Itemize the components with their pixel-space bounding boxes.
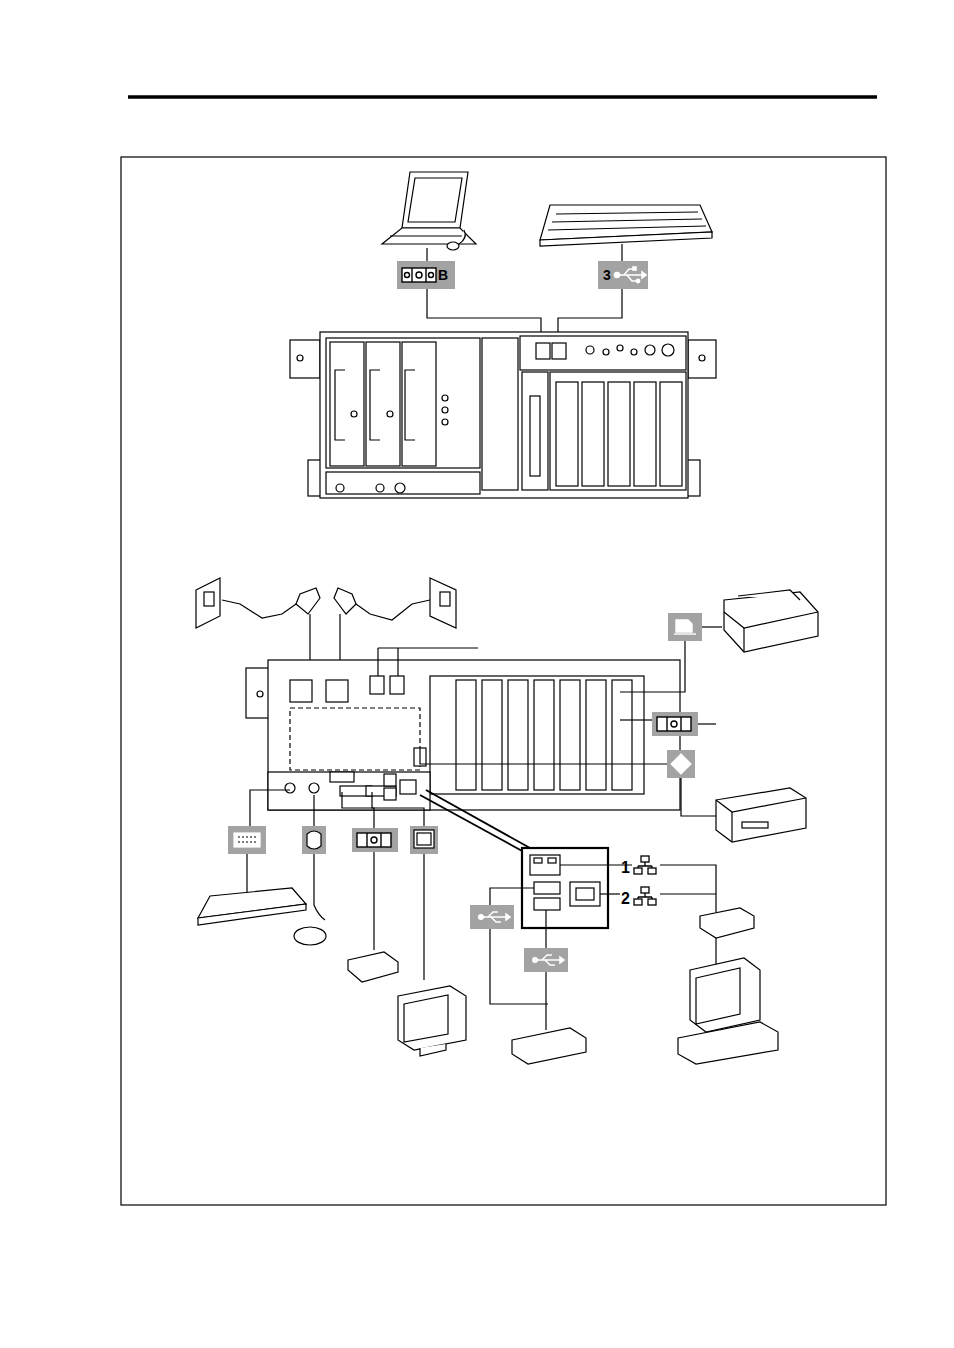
- keyboard: [198, 888, 306, 925]
- usb-icon: [615, 267, 647, 283]
- port-badge: 3: [598, 261, 648, 289]
- port-number: 3: [603, 268, 611, 282]
- rear-server: [246, 660, 680, 810]
- tape-drive: [716, 788, 806, 842]
- monitor: [398, 986, 466, 1056]
- keyboard: [540, 205, 712, 246]
- front-server: [290, 332, 716, 498]
- printer-icon: [674, 620, 696, 634]
- callout-number: 2: [621, 891, 630, 907]
- serial-icon: [402, 268, 436, 282]
- printer: [724, 590, 818, 652]
- callout-number: 1: [621, 860, 630, 876]
- port-number: B: [438, 268, 448, 282]
- lan-icon: [634, 856, 656, 905]
- desktop-pc: [678, 958, 778, 1064]
- port-badge: B: [397, 261, 455, 289]
- laptop: [382, 172, 476, 250]
